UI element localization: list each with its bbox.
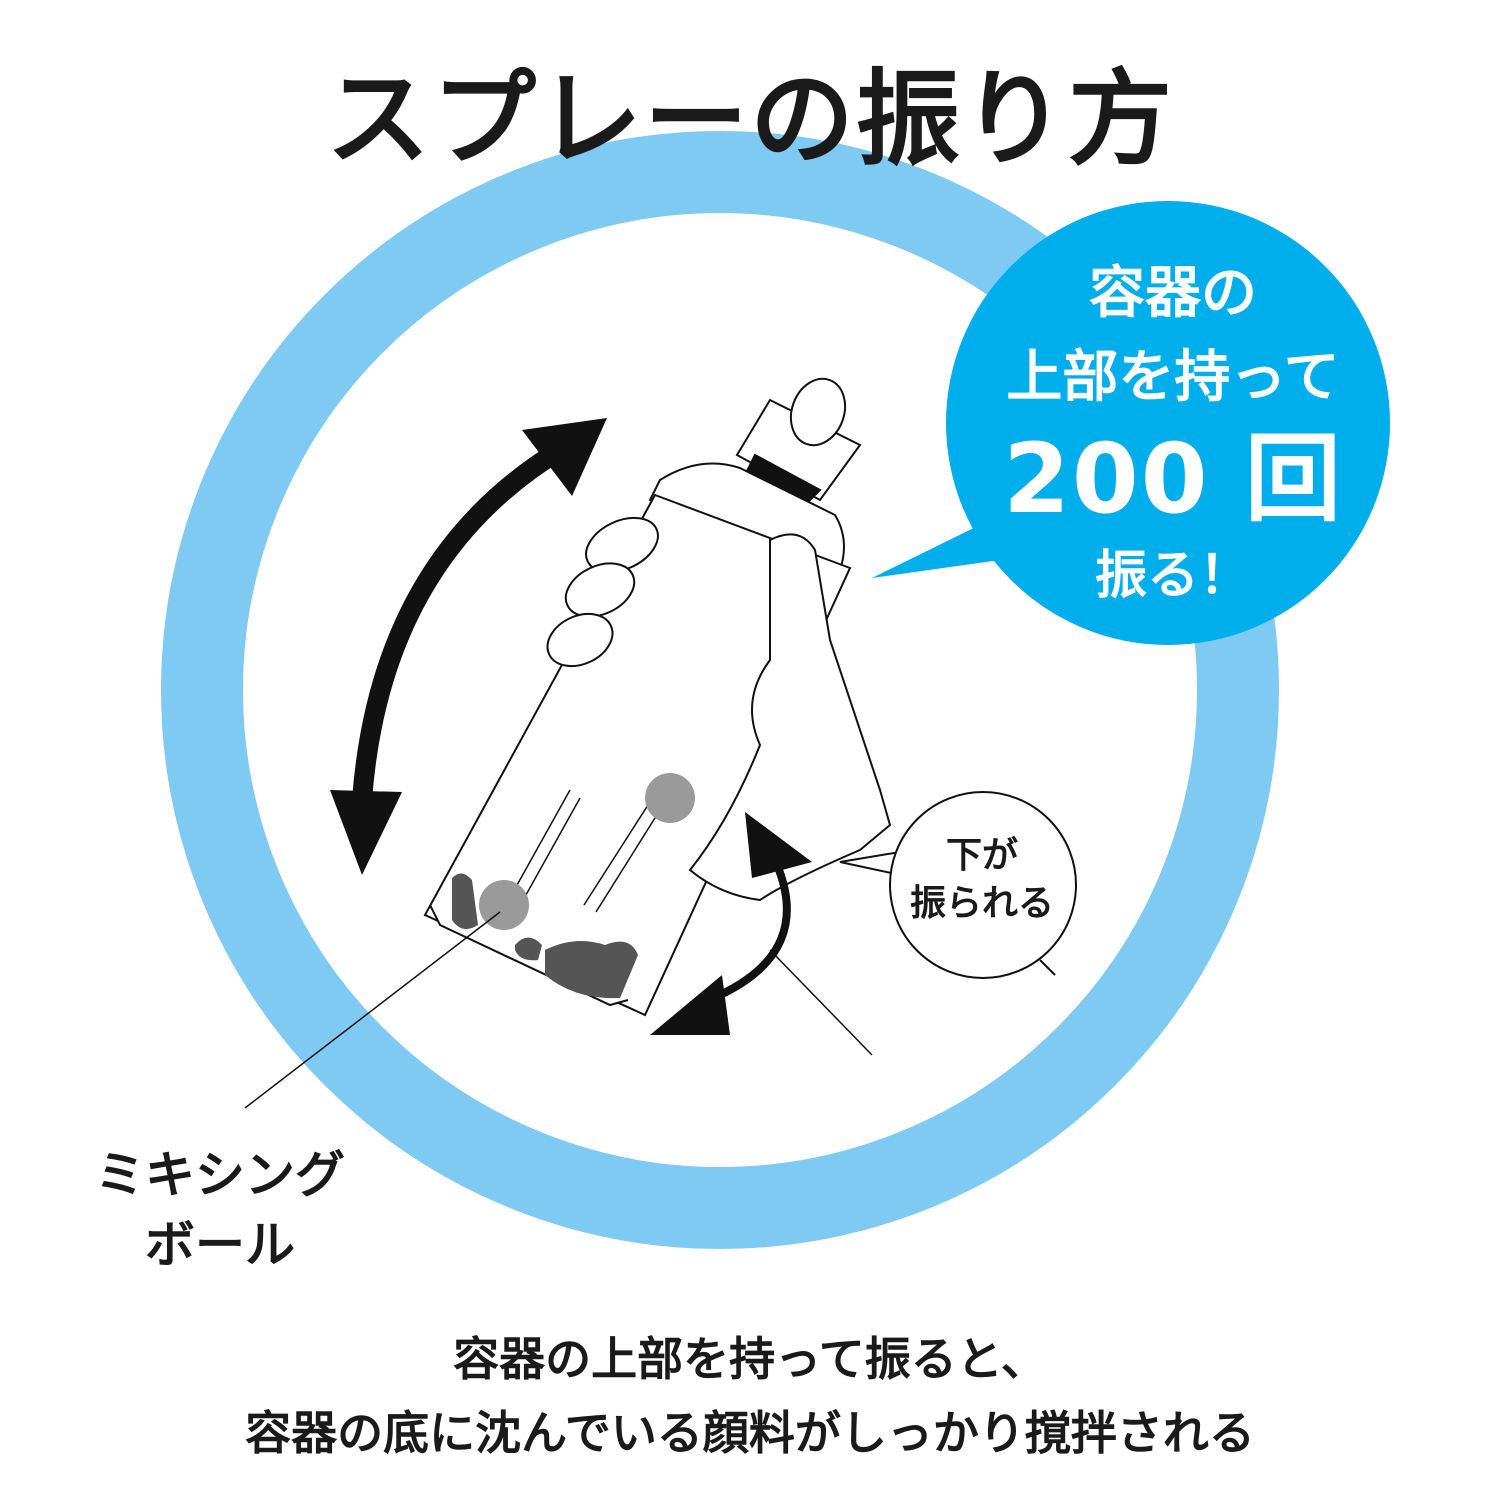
hand-illustration — [546, 377, 892, 902]
mixing-ball-icon — [645, 773, 695, 823]
callout-text: 容器の 上部を持って 200 回 振る！ — [958, 252, 1388, 614]
ball-label-line-2: ボール — [145, 1216, 295, 1274]
small-callout-text: 下が 振られる — [892, 832, 1072, 928]
callout-line-3: 200 回 — [1003, 423, 1343, 535]
callout-line-1: 容器の — [1089, 261, 1257, 326]
ball-label-line-1: ミキシング — [95, 1146, 345, 1204]
rotation-arrow-icon — [650, 812, 812, 1035]
mixing-ball-label: ミキシング ボール — [80, 1140, 360, 1280]
callout-line-4: 振る！ — [1094, 546, 1251, 606]
pigment-sediment — [452, 873, 638, 999]
small-callout-line-1: 下が — [945, 835, 1018, 876]
ball-leader-line — [244, 911, 501, 1109]
page-title: スプレーの振り方 — [325, 58, 1174, 180]
curved-double-arrow-icon — [330, 418, 607, 875]
pivot-leader-line — [769, 949, 873, 1056]
mixing-ball-icon — [479, 880, 529, 930]
small-callout-line-2: 振られる — [909, 883, 1054, 924]
ring — [161, 131, 1279, 1249]
caption-line-1: 容器の上部を持って振ると、 — [453, 1332, 1047, 1386]
callout-line-2: 上部を持って — [1006, 345, 1340, 410]
caption: 容器の上部を持って振ると、 容器の底に沈んでいる顔料がしっかり撹拌される — [0, 1322, 1500, 1470]
callout-bubble — [872, 201, 1390, 645]
caption-line-2: 容器の底に沈んでいる顔料がしっかり撹拌される — [245, 1406, 1255, 1460]
small-callout-bubble — [839, 791, 1077, 979]
